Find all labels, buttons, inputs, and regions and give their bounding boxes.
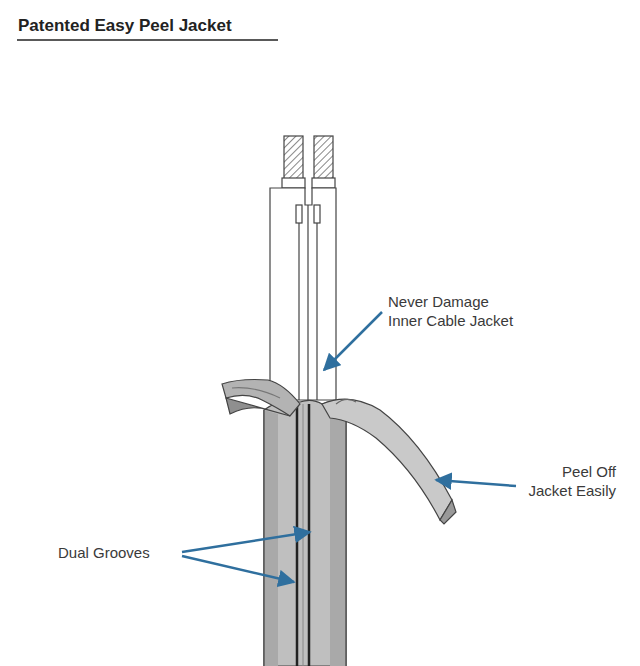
conductor	[282, 136, 335, 188]
callout-label: Never Damage Inner Cable Jacket	[388, 292, 522, 330]
title-underline	[17, 39, 278, 41]
leader-arrow	[182, 312, 516, 582]
peeled-flap	[322, 399, 456, 524]
callout-label: Dual Grooves	[58, 543, 150, 562]
groove	[308, 404, 311, 666]
callout-label: Peel Off Jacket Easily	[520, 462, 616, 500]
peeled-flap	[222, 380, 300, 417]
diagram-title: Patented Easy Peel Jacket	[18, 16, 232, 35]
